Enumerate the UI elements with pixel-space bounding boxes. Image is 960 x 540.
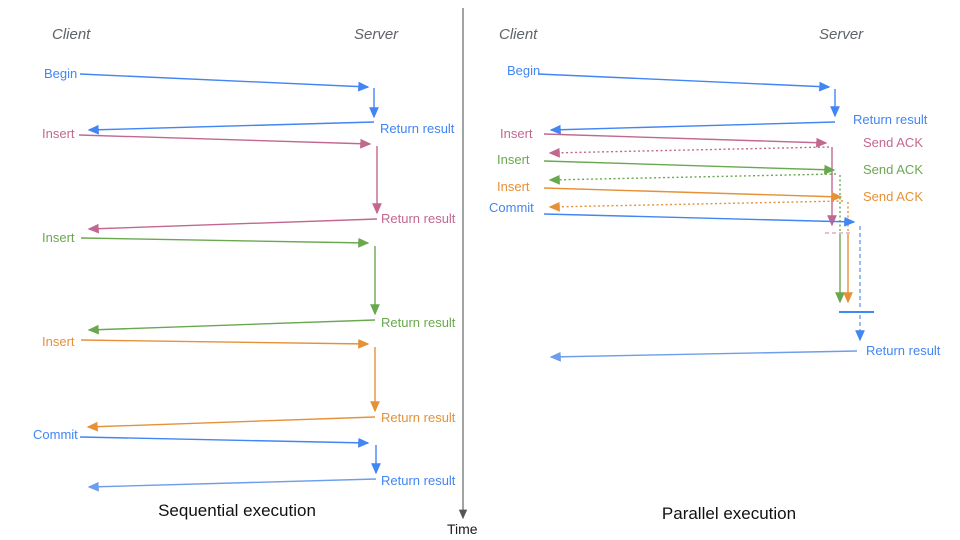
par-insert3-ack-label: Send ACK: [863, 189, 923, 204]
par-insert1-ack-arrow: [548, 146, 830, 158]
seq-insert2-return-arrow: [87, 319, 376, 335]
par-insert2-label: Insert: [497, 152, 530, 167]
par-client-header: Client: [499, 26, 538, 43]
par-commit-request-arrow: [543, 213, 856, 227]
seq-insert1-request-arrow: [78, 134, 372, 149]
seq-begin-request-arrow: [79, 73, 370, 92]
par-begin-return-arrow: [549, 121, 836, 135]
time-axis-label: Time: [447, 521, 478, 537]
par-insert2-ack-arrow: [548, 173, 837, 185]
seq-insert1-result-label: Return result: [381, 211, 456, 226]
seq-commit-label: Commit: [33, 427, 78, 442]
seq-begin-result-label: Return result: [380, 121, 455, 136]
par-commit-label: Commit: [489, 200, 534, 215]
par-begin-result-label: Return result: [853, 112, 928, 127]
par-insert3-request-arrow: [543, 187, 843, 202]
par-insert3-label: Insert: [497, 179, 530, 194]
seq-commit-request-arrow: [79, 436, 370, 448]
par-insert1-request-arrow: [543, 133, 828, 148]
par-server-header: Server: [819, 26, 864, 43]
seq-insert3-request-arrow: [80, 338, 370, 349]
par-final-result-label: Return result: [866, 343, 941, 358]
seq-begin-label: Begin: [44, 66, 78, 81]
seq-begin-return-arrow: [87, 121, 375, 135]
par-final-return-arrow: [549, 350, 858, 362]
seq-commit-result-label: Return result: [381, 473, 456, 488]
seq-insert3-result-label: Return result: [381, 410, 456, 425]
par-insert1-ack-label: Send ACK: [863, 135, 923, 150]
seq-insert2-label: Insert: [42, 230, 75, 245]
seq-insert3-return-arrow: [86, 416, 376, 432]
seq-client-header: Client: [52, 26, 91, 43]
par-begin-label: Begin: [507, 63, 541, 78]
par-insert3-ack-arrow: [548, 200, 844, 212]
par-begin-request-arrow: [537, 73, 831, 92]
par-insert1-label: Insert: [500, 126, 533, 141]
seq-insert3-label: Insert: [42, 334, 75, 349]
seq-insert2-result-label: Return result: [381, 315, 456, 330]
seq-insert1-label: Insert: [42, 126, 75, 141]
parallel-panel-title: Parallel execution: [661, 504, 797, 523]
seq-commit-return-arrow: [87, 478, 377, 492]
seq-insert1-return-arrow: [87, 218, 378, 234]
seq-server-header: Server: [354, 26, 399, 43]
seq-insert2-request-arrow: [80, 237, 370, 248]
par-insert2-ack-label: Send ACK: [863, 162, 923, 177]
par-insert2-request-arrow: [543, 160, 836, 175]
sequential-panel-title: Sequential execution: [158, 501, 316, 520]
